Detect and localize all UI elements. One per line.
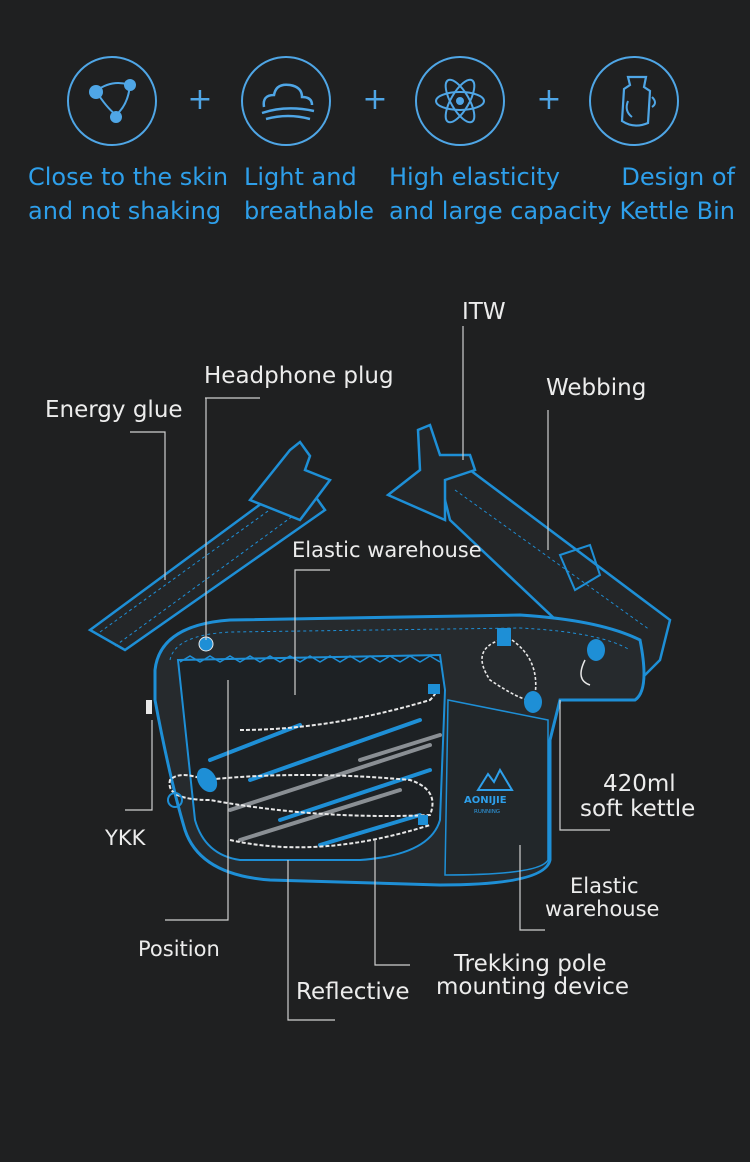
callout-webbing: Webbing (546, 375, 647, 401)
left-strap (87, 473, 327, 652)
kettle-cord (481, 639, 531, 701)
callout-energy-glue: Energy glue (45, 397, 183, 423)
feature-label-elasticity: High elasticity and large capacity (389, 163, 612, 225)
cord-lock (196, 767, 218, 793)
feature-label-skin: Close to the skin and not shaking (28, 163, 229, 225)
right-buckle (385, 423, 477, 522)
side-pocket (444, 699, 549, 876)
plus-sign: + (536, 82, 562, 117)
callout-ykk: YKK (105, 826, 146, 850)
callout-elastic-warehouse-side-1: Elastic (570, 874, 639, 898)
callout-reflective: Reflective (296, 979, 410, 1005)
reflective-stripes (208, 718, 442, 847)
callout-elastic-warehouse-side-2: warehouse (545, 897, 660, 921)
callout-elastic-warehouse-top: Elastic warehouse (292, 538, 482, 562)
feature-label-kettle: Design of Kettle Bin (619, 163, 735, 225)
molecule-icon (67, 56, 157, 146)
callout-soft-kettle-1: 420ml (603, 771, 676, 797)
feature-label-breathable: Light and breathable (244, 163, 375, 225)
callout-trekking-1: Trekking pole (454, 951, 607, 977)
kettle-bottle-icon (589, 56, 679, 146)
atom-icon (415, 56, 505, 146)
callout-headphone-plug: Headphone plug (204, 363, 394, 389)
elastic-zigzag (179, 655, 441, 663)
left-buckle (247, 440, 332, 522)
bungee-cord (168, 774, 434, 817)
svg-text:RUNNING: RUNNING (474, 809, 500, 815)
aonijie-logo: AONIJIE RUNNING (464, 767, 514, 815)
plus-sign: + (362, 82, 388, 117)
svg-text:AONIJIE: AONIJIE (464, 795, 507, 806)
callout-soft-kettle-2: soft kettle (580, 796, 696, 822)
callout-itw: ITW (462, 299, 506, 325)
plus-sign: + (187, 82, 213, 117)
callout-trekking-2: mounting device (436, 974, 630, 1000)
callout-position: Position (138, 937, 220, 961)
cloud-wind-icon (241, 56, 331, 146)
